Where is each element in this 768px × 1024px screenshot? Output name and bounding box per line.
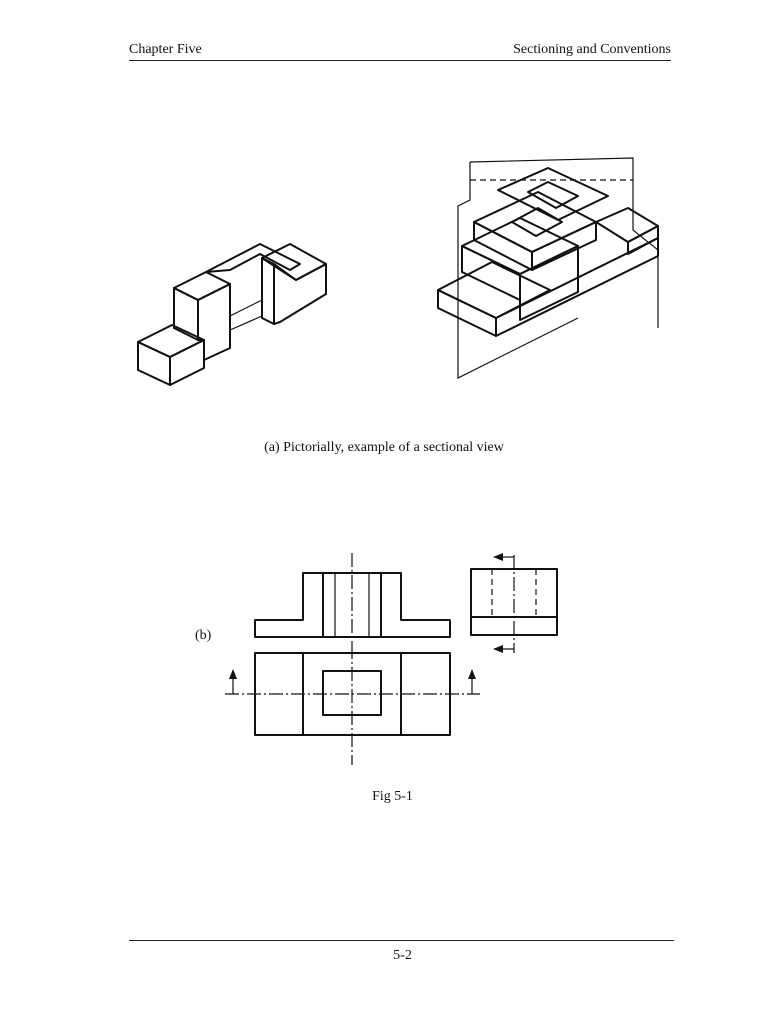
page-header: Chapter Five Sectioning and Conventions bbox=[129, 42, 671, 61]
chapter-title: Chapter Five bbox=[129, 42, 202, 57]
figure-caption: Fig 5-1 bbox=[372, 789, 413, 804]
orthographic-side-view bbox=[470, 553, 558, 653]
orthographic-sectional-views bbox=[225, 553, 480, 765]
figure-b-label: (b) bbox=[195, 628, 212, 643]
cutting-plane-pictorial-drawing bbox=[437, 157, 659, 379]
sectioned-pictorial-drawing bbox=[137, 243, 327, 386]
figure-a-caption: (a) Pictorially, example of a sectional … bbox=[264, 440, 504, 455]
footer-rule bbox=[129, 940, 674, 941]
page-number: 5-2 bbox=[393, 948, 412, 963]
section-title: Sectioning and Conventions bbox=[513, 42, 671, 57]
